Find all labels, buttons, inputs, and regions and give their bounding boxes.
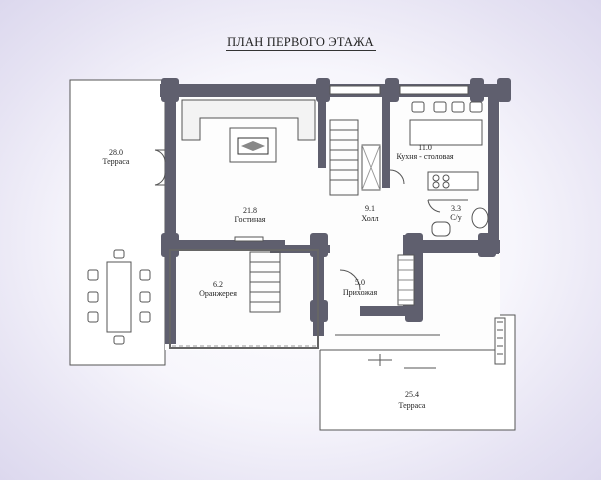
greenhouse-name: Оранжерея [199, 289, 237, 298]
entrance-name: Прихожая [343, 288, 378, 297]
kitchen-door [389, 169, 405, 185]
windows [329, 85, 469, 95]
room-labels: 28.0 Терраса 21.8 Гостиная 9.1 Холл 11.0… [103, 143, 462, 410]
terrace-door-2 [154, 172, 166, 186]
hall-area: 9.1 [365, 204, 375, 213]
kitchen-units [361, 101, 483, 191]
terrace-west-area: 28.0 [109, 148, 123, 157]
entrance-door [339, 269, 361, 291]
terrace-south-name: Терраса [399, 401, 426, 410]
stairs-hall [329, 119, 359, 196]
terrace-west-name: Терраса [103, 157, 130, 166]
entrance-area: 5.0 [355, 278, 365, 287]
sofa [181, 99, 316, 141]
title-underline [226, 50, 376, 51]
living-room-name: Гостиная [235, 215, 266, 224]
bathroom-fixtures [427, 199, 489, 237]
plan-title: ПЛАН ПЕРВОГО ЭТАЖА [227, 35, 374, 49]
terrace-dining-set [87, 249, 151, 345]
greenhouse-area: 6.2 [213, 280, 223, 289]
wardrobe [397, 254, 415, 306]
bathroom-area: 3.3 [451, 204, 461, 213]
bathroom-name: С/у [450, 213, 462, 222]
terrace-south-area: 25.4 [405, 390, 419, 399]
living-room-area: 21.8 [243, 206, 257, 215]
table-decor [241, 141, 265, 151]
tv [234, 236, 264, 242]
stairs-greenhouse [249, 251, 281, 313]
hall-name: Холл [361, 214, 378, 223]
terrace-steps [320, 317, 506, 369]
kitchen-name: Кухня - столовая [396, 152, 453, 161]
terrace-door [154, 149, 166, 163]
kitchen-area: 11.0 [418, 143, 432, 152]
greenhouse-glazing [169, 249, 319, 349]
